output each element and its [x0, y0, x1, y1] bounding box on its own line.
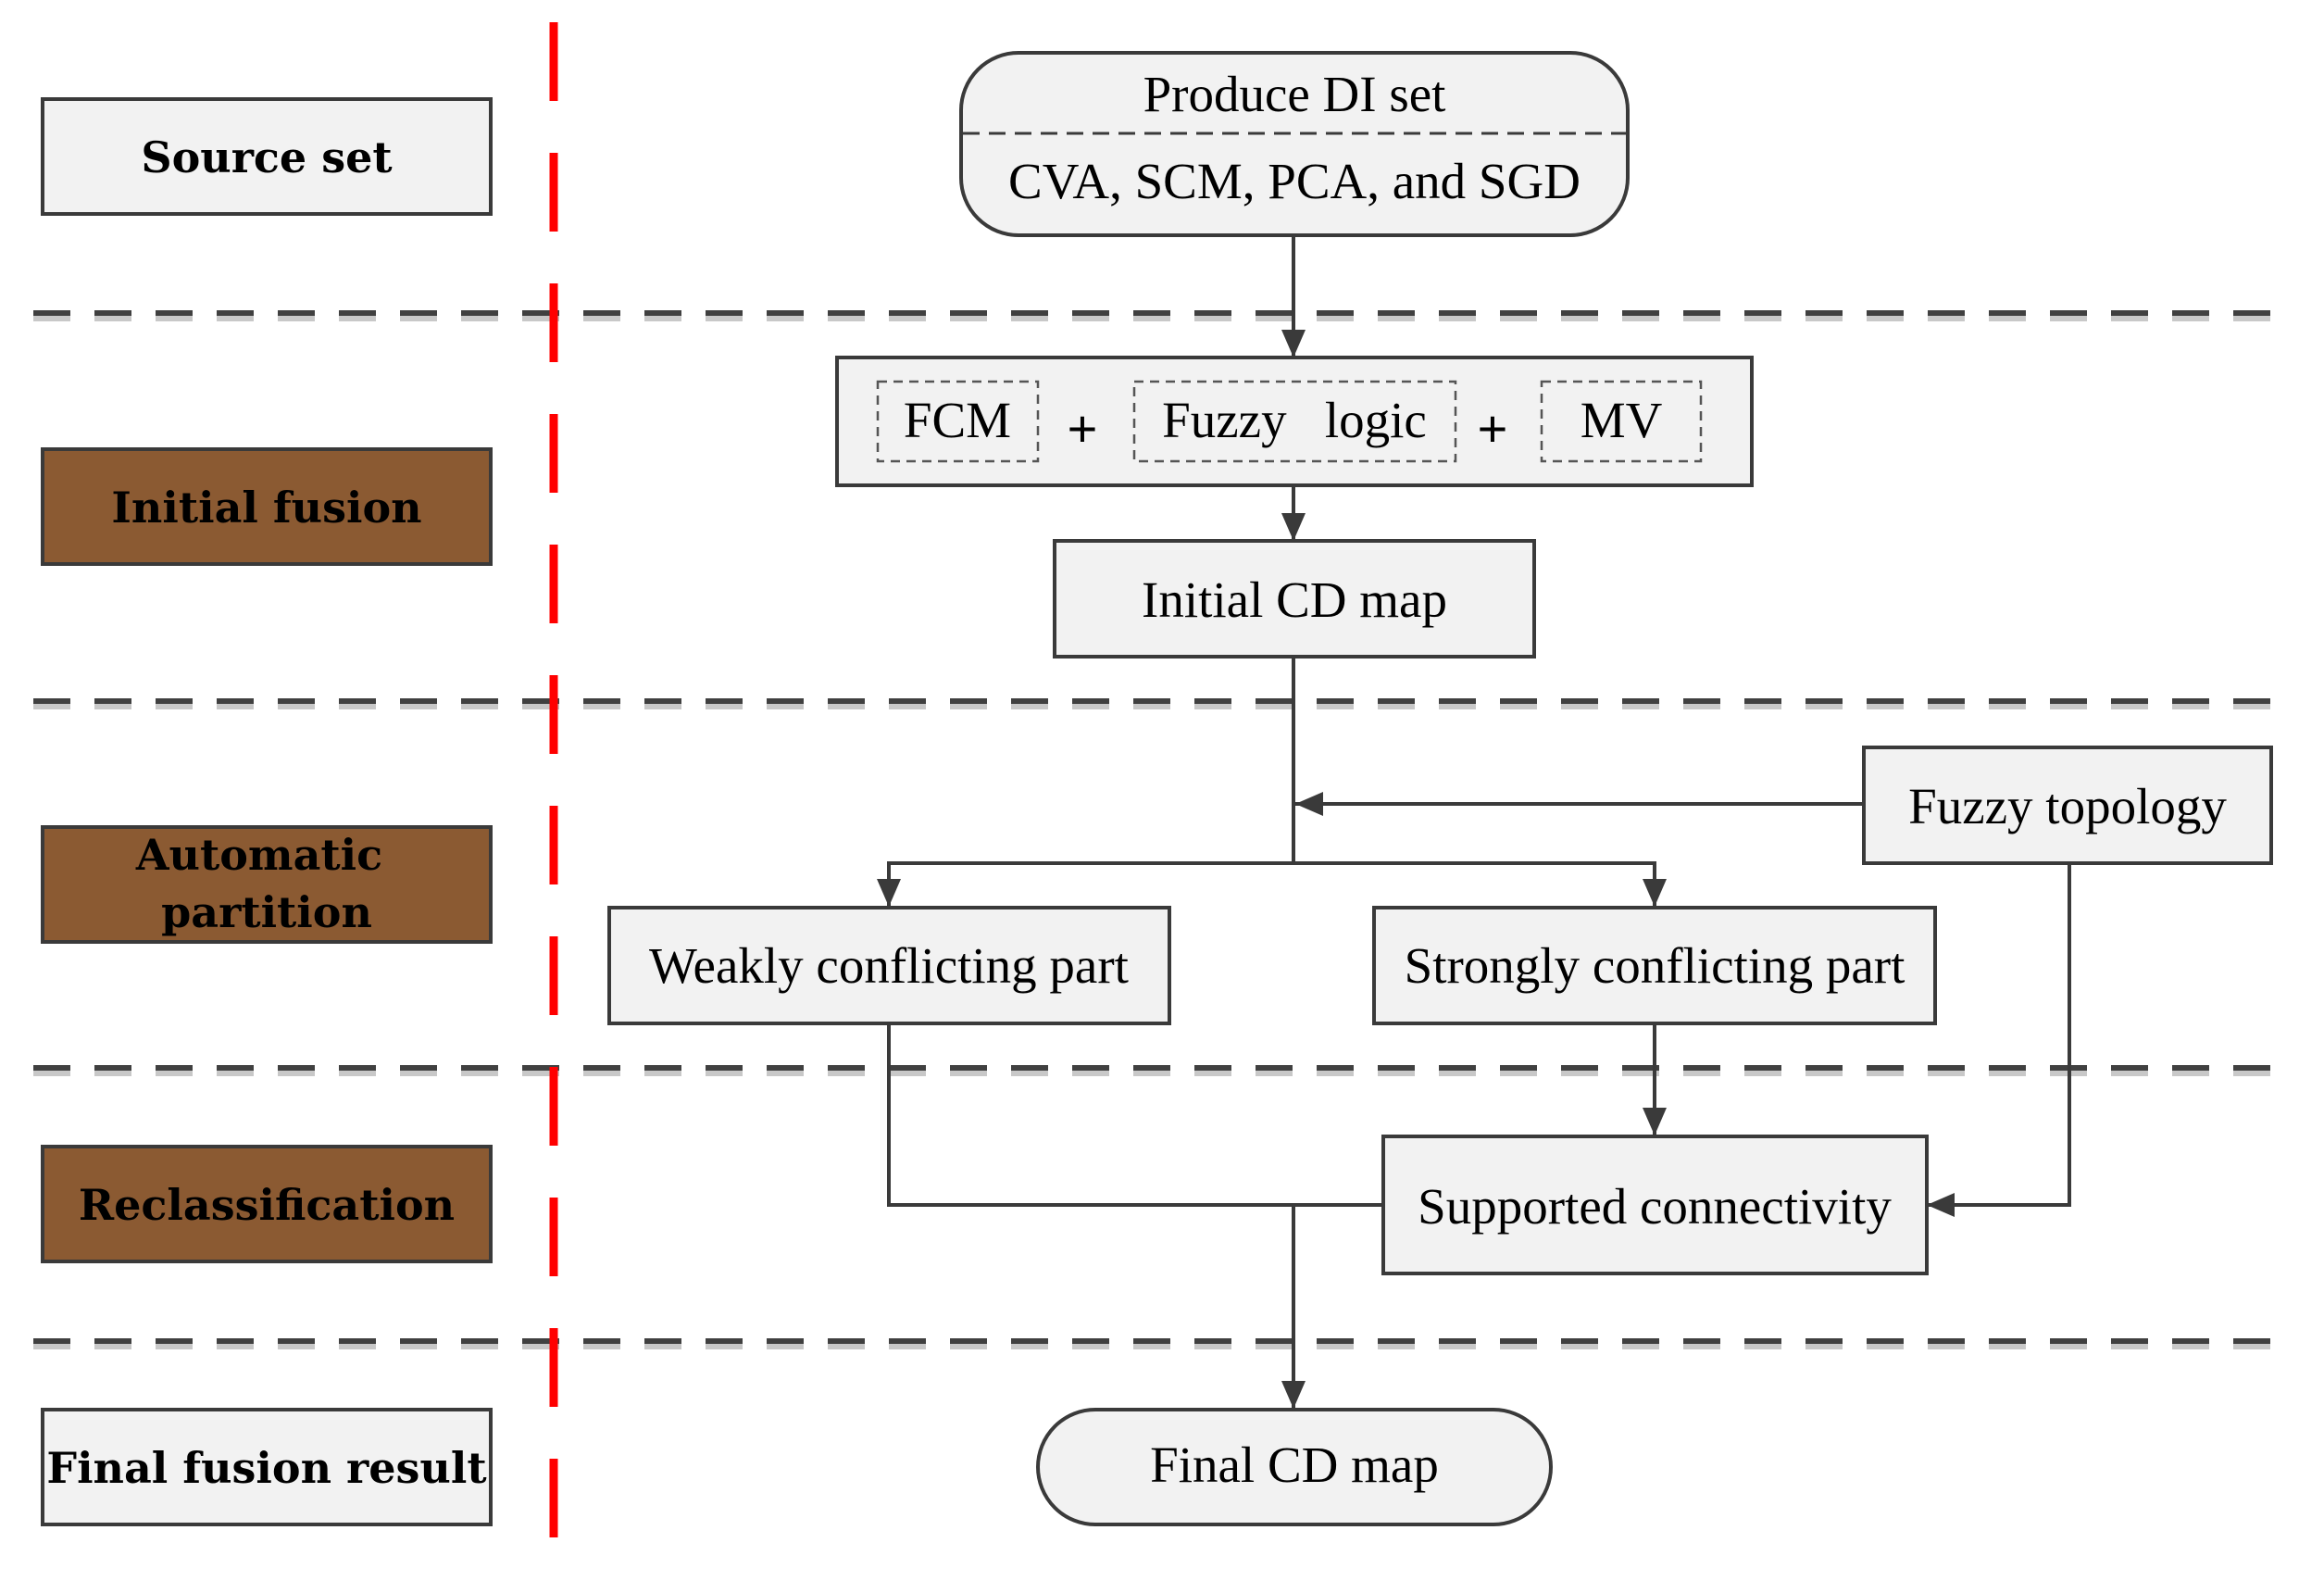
stage-final-fusion-result: Final fusion result [41, 1408, 493, 1526]
method-box-mv [1540, 380, 1703, 463]
arrow-fuzzy-topology-to-supported [1927, 863, 2071, 1217]
node-box-produce-di-set [959, 51, 1630, 237]
stage-source-set: Source set [41, 97, 493, 216]
node-strongly-conflicting-part: Strongly conflicting part [1372, 906, 1937, 1025]
stage-label-initial-fusion: Initial fusion [111, 483, 421, 533]
stage-label-reclassification: Reclassification [79, 1180, 455, 1230]
stage-initial-fusion: Initial fusion [41, 447, 493, 566]
stage-label-automatic-partition: Automatic partition [135, 830, 397, 937]
method-label-mv: MV [1581, 392, 1663, 448]
method-box-fuzzy-logic [1132, 380, 1457, 463]
stage-box-initial-fusion [41, 447, 493, 566]
node-label-initial-cd-map: Initial CD map [1142, 571, 1447, 628]
node-label-supported-connectivity: Supported connectivity [1418, 1178, 1892, 1235]
node-initial-cd-map: Initial CD map [1053, 539, 1536, 659]
stage-separators [33, 310, 2294, 1349]
stage-box-final-fusion-result [41, 1408, 493, 1526]
node-produce-di-set-title: Produce DI set [1143, 66, 1446, 122]
node-final-cd-map: Final CD map [1036, 1408, 1553, 1526]
method-label-fcm: FCM [904, 392, 1011, 448]
node-box-fuzzy-topology [1862, 746, 2273, 865]
node-produce-di-set-methods: CVA, SCM, PCA, and SGD [1008, 153, 1581, 209]
stage-box-automatic-partition [41, 825, 493, 944]
stage-label-source-set: Source set [141, 132, 393, 182]
plus-sign-1: + [1068, 399, 1098, 458]
node-produce-di-set: Produce DI set CVA, SCM, PCA, and SGD [959, 51, 1630, 237]
stage-reclassification: Reclassification [41, 1145, 493, 1263]
node-label-final-cd-map: Final CD map [1150, 1436, 1439, 1493]
node-fusion-methods: FCM + Fuzzy logic + MV [835, 356, 1754, 487]
node-box-supported-connectivity [1381, 1135, 1929, 1275]
line-weakly-to-merge [887, 1023, 1381, 1207]
node-label-fuzzy-topology: Fuzzy topology [1908, 778, 2227, 834]
node-supported-connectivity: Supported connectivity [1381, 1135, 1929, 1275]
connectors [877, 235, 2071, 1409]
node-box-initial-cd-map [1053, 539, 1536, 659]
node-fuzzy-topology: Fuzzy topology [1862, 746, 2273, 865]
stage-box-reclassification [41, 1145, 493, 1263]
stage-label-automatic-partition-line1: Automatic [135, 830, 382, 880]
stage-box-source-set [41, 97, 493, 216]
node-box-fusion-methods [835, 356, 1754, 487]
node-label-strongly-conflicting-part: Strongly conflicting part [1405, 937, 1905, 994]
method-box-fcm [876, 380, 1040, 463]
stage-label-final-fusion-result: Final fusion result [46, 1443, 487, 1493]
stage-label-automatic-partition-line2: partition [161, 887, 372, 937]
method-label-fuzzy-logic: Fuzzy logic [1162, 392, 1427, 448]
plus-sign-2: + [1478, 399, 1508, 458]
stage-automatic-partition: Automatic partition [41, 825, 493, 944]
node-weakly-conflicting-part: Weakly conflicting part [607, 906, 1171, 1025]
node-label-weakly-conflicting-part: Weakly conflicting part [649, 937, 1129, 994]
node-box-final-cd-map [1036, 1408, 1553, 1526]
node-box-weakly-conflicting-part [607, 906, 1171, 1025]
node-box-strongly-conflicting-part [1372, 906, 1937, 1025]
